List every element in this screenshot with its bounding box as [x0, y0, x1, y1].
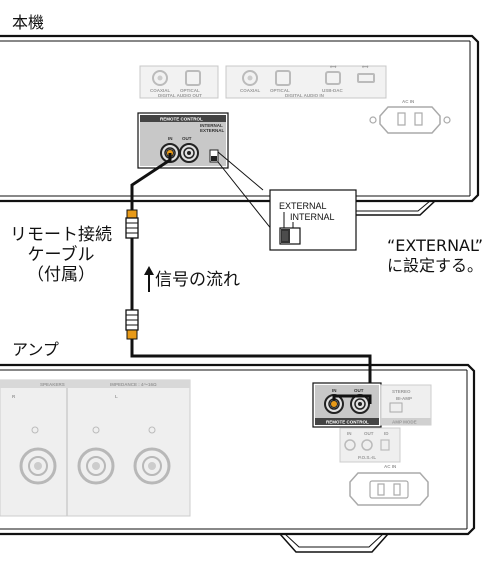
- usb-dac-jack: [325, 71, 341, 85]
- digital-audio-in-label: DIGITAL AUDIO IN: [285, 93, 324, 98]
- amp-foot-inner: [284, 533, 384, 548]
- signal-flow-label: 信号の流れ: [155, 270, 240, 290]
- amp-rc-out-jack-ring: [354, 398, 366, 410]
- speaker-r-minus-terminal: [19, 447, 57, 485]
- amp-rc-out-jack-pin: [358, 402, 362, 406]
- digital-out-panel: [139, 65, 219, 99]
- main-remote-header: [140, 115, 226, 122]
- usb-icon-left: ⟷: [330, 64, 338, 69]
- digital-in-optical-label: OPTICAL: [270, 88, 290, 93]
- amp-foot: [279, 533, 389, 553]
- main-unit-outline: [0, 34, 480, 203]
- amp-outline: [0, 363, 476, 536]
- amp-ac-inlet: [349, 472, 429, 506]
- amp-ac-pin-left: [377, 483, 385, 496]
- speaker-r-minus-mark: [31, 426, 39, 434]
- digital-out-optical-jack: [185, 70, 201, 86]
- signal-arrow-head: [144, 266, 154, 275]
- digital-out-optical-label: OPTICAL: [180, 88, 200, 93]
- amp-mode-footer: [381, 418, 431, 425]
- setting-line1: “EXTERNAL”: [387, 236, 483, 255]
- digital-audio-out-label: DIGITAL AUDIO OUT: [158, 93, 202, 98]
- zoom-external-label: EXTERNAL: [279, 201, 327, 211]
- cable-upper-segment: [130, 153, 172, 215]
- pos-in-label: IN: [347, 431, 352, 436]
- speaker-l-plus-mark: [148, 426, 156, 434]
- amp-ac-socket: [369, 480, 409, 499]
- speaker-ch-l: L: [115, 394, 118, 399]
- amp-rc-in-label: IN: [332, 388, 337, 393]
- impedance-label: IMPEDANCE : 4～16Ω: [110, 382, 157, 387]
- remote-cable: [125, 153, 372, 404]
- digital-out-coaxial-pin: [157, 75, 163, 81]
- amp-rc-out-label: OUT: [354, 388, 364, 393]
- amp-mode-bi-amp: BI-AMP: [396, 396, 412, 401]
- pos-out-jack: [361, 439, 373, 451]
- digital-in-coaxial-pin: [247, 75, 253, 81]
- pos-label: P.O.S.-IL: [358, 455, 376, 460]
- amp-label: アンプ: [12, 340, 59, 359]
- amp-rc-plug: [330, 400, 338, 408]
- digital-in-optical-jack: [275, 70, 291, 86]
- signal-flow-arrow: [144, 266, 154, 292]
- main-rc-in-label: IN: [168, 136, 173, 141]
- setting-instruction: “EXTERNAL” に設定する。: [358, 236, 483, 276]
- main-rc-external-label: EXTERNAL: [200, 128, 225, 133]
- zoom-internal-label: INTERNAL: [290, 212, 335, 222]
- speaker-ch-r: R: [12, 394, 16, 399]
- main-rc-out-jack-pin: [187, 151, 191, 155]
- speakers-header: [0, 380, 190, 388]
- cable-label-line3: （付属）: [27, 265, 95, 285]
- main-ac-screw-left: [369, 116, 377, 124]
- amplifier: SPEAKERS IMPEDANCE : 4～16Ω R L REMOTE CO…: [0, 363, 476, 553]
- cable-lower-segment: [130, 339, 372, 404]
- main-ac-pin-right: [414, 112, 423, 126]
- speakers-label: SPEAKERS: [40, 382, 65, 387]
- speaker-l-minus-terminal: [77, 447, 115, 485]
- pos-id-switch: [380, 439, 390, 451]
- amp-ac-in-label: AC IN: [384, 464, 396, 469]
- cable-upper-plug-tip: [126, 209, 138, 219]
- usb-dac-label: USB-DAC: [322, 88, 343, 93]
- amp-mode-stereo: STEREO: [392, 389, 411, 394]
- cable-lower-plug-tip: [126, 329, 138, 340]
- cable-label-line1: リモート接続: [10, 225, 112, 245]
- zoom-switch-knob: [281, 229, 290, 243]
- pos-out-label: OUT: [364, 431, 374, 436]
- zoom-line-top: [217, 151, 264, 191]
- amp-remote-control-label: REMOTE CONTROL: [326, 420, 369, 425]
- main-ac-screw-right: [443, 116, 451, 124]
- amp-remote-footer: [315, 418, 379, 425]
- main-rc-out-label: OUT: [182, 136, 192, 141]
- pos-panel: [339, 427, 401, 463]
- digital-in-coaxial-jack: [242, 70, 258, 86]
- amp-ac-pin-right: [393, 483, 401, 496]
- amp-mode-label: AMP MODE: [392, 420, 417, 425]
- cable-label: リモート接続 ケーブル （付属）: [2, 225, 120, 285]
- pos-id-label: ID: [384, 431, 389, 436]
- main-remote-control-label: REMOTE CONTROL: [160, 117, 203, 122]
- digital-out-coaxial-jack: [152, 70, 168, 86]
- main-rc-internal-label: INTERNAL: [200, 123, 223, 128]
- amp-mode-switch: [389, 402, 403, 413]
- main-rc-out-jack-ring: [183, 147, 195, 159]
- usb-icon-right: ⟷: [362, 64, 370, 69]
- speaker-l-plus-terminal: [133, 447, 171, 485]
- pos-in-jack: [344, 439, 356, 451]
- main-unit: COAXIAL OPTICAL DIGITAL AUDIO OUT ⟷ ⟷ CO…: [0, 34, 480, 216]
- setting-line2: に設定する。: [386, 256, 483, 275]
- main-ac-in-label: AC IN: [402, 99, 414, 104]
- main-ac-inlet: [379, 106, 441, 134]
- switch-zoom-callout: EXTERNAL INTERNAL: [217, 151, 357, 251]
- digital-in-coaxial-label: COAXIAL: [240, 88, 261, 93]
- main-ac-pin-left: [397, 112, 406, 126]
- main-unit-label: 本機: [12, 13, 45, 32]
- main-rc-switch-knob: [211, 156, 217, 161]
- speaker-l-minus-mark: [92, 426, 100, 434]
- cable-label-line2: ケーブル: [27, 245, 95, 265]
- digital-out-coaxial-label: COAXIAL: [150, 88, 171, 93]
- usb-a-jack: [357, 73, 375, 83]
